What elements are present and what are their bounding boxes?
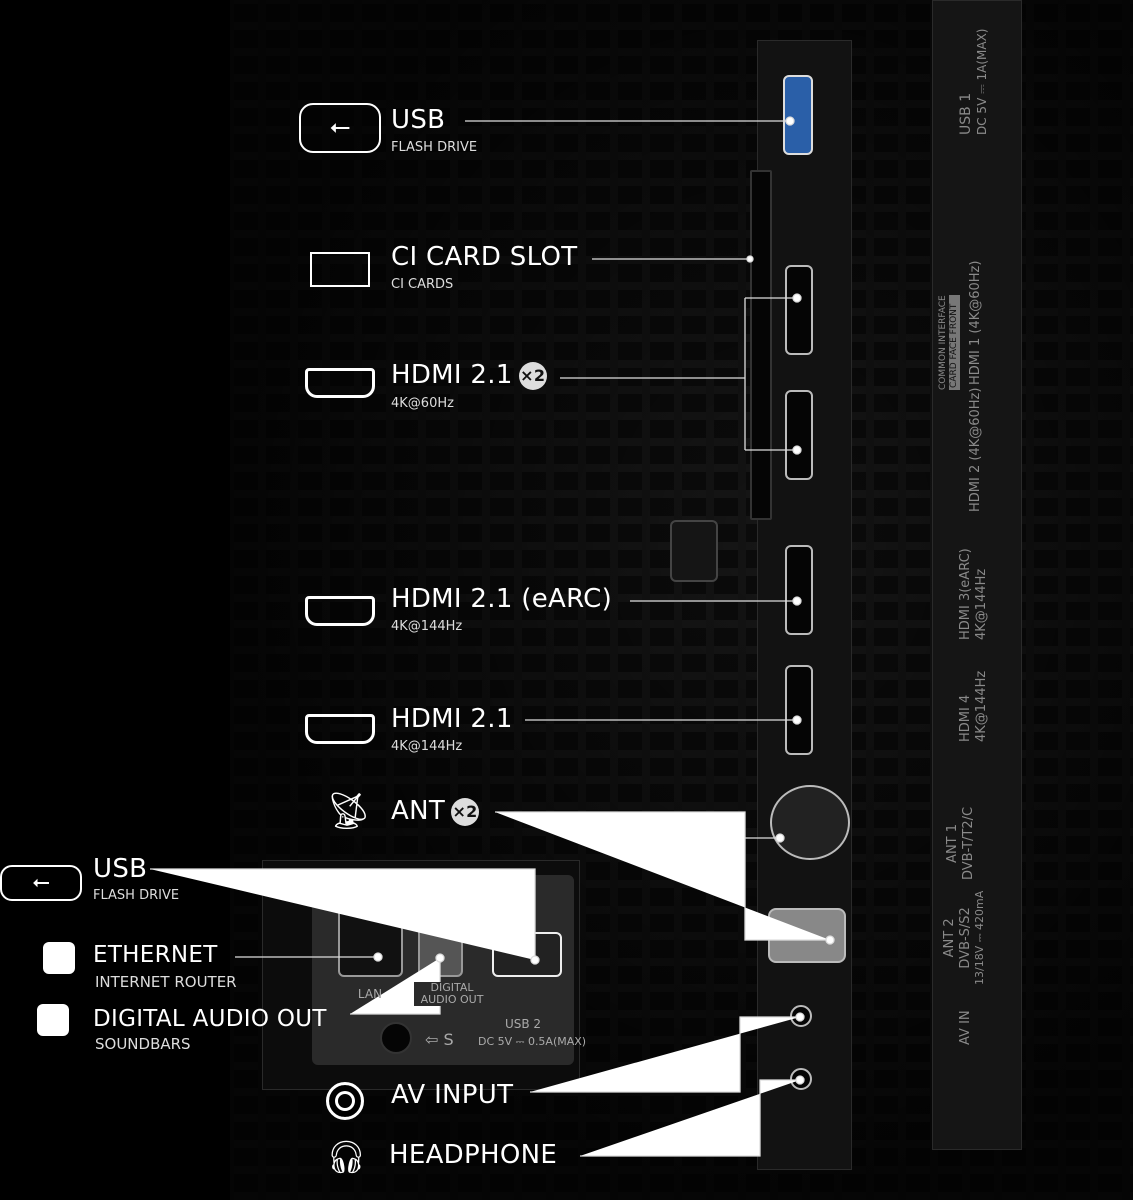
rear-screw — [380, 1022, 412, 1054]
usb-top-sub: FLASH DRIVE — [391, 140, 478, 155]
usb-icon: ⭠ — [299, 103, 381, 153]
ant-title: ANT×2 — [391, 796, 480, 826]
hdmi-pair-sub: 4K@60Hz — [391, 396, 454, 411]
hdmi2-label: HDMI 2 (4K@60Hz) — [968, 387, 983, 512]
usb-top-title: USB — [391, 105, 446, 135]
usb-icon: ⭠ — [0, 865, 82, 901]
hdmi-earc-sub: 4K@144Hz — [391, 619, 463, 634]
ci-card-icon — [310, 252, 370, 287]
s-mark: ⇦ S — [425, 1030, 454, 1049]
ethernet-sub: INTERNET ROUTER — [95, 973, 237, 991]
hdmi-icon — [305, 714, 375, 744]
count-badge: ×2 — [518, 361, 547, 390]
hdmi3-label: HDMI 3(eARC)4K@144Hz — [958, 548, 989, 640]
ethernet-icon — [37, 1004, 69, 1036]
usb2-label: USB 2 — [504, 1017, 542, 1031]
screw — [670, 520, 718, 582]
hdmi4-title: HDMI 2.1 — [391, 704, 513, 734]
av-input-icon — [326, 1082, 364, 1120]
av-leader — [530, 1016, 800, 1093]
hdmi-icon — [305, 596, 375, 626]
lan-label: LAN — [357, 987, 383, 1001]
audio-title: DIGITAL AUDIO OUT — [93, 1006, 327, 1032]
ci-slot — [750, 170, 772, 520]
side-label-panel — [932, 0, 1022, 1150]
headphone-title: HEADPHONE — [389, 1140, 558, 1170]
hdmi-earc-title: HDMI 2.1 (eARC) — [391, 584, 613, 614]
hdmi3-port — [785, 545, 813, 635]
hdmi4-sub: 4K@144Hz — [391, 739, 463, 754]
audio-sub: SOUNDBARS — [95, 1035, 191, 1053]
ant1-port — [770, 785, 850, 860]
av-title: AV INPUT — [391, 1080, 514, 1110]
antenna-icon: 📡︎ — [326, 791, 372, 832]
ethernet-title: ETHERNET — [93, 942, 218, 968]
usb-bottom-leader — [150, 868, 536, 960]
usb1-port — [783, 75, 813, 155]
usb-bottom-sub: FLASH DRIVE — [93, 888, 180, 903]
hdmi1-label: HDMI 1 (4K@60Hz) — [968, 260, 983, 385]
hdmi-pair-title: HDMI 2.1×2 — [391, 360, 547, 390]
usb2-spec: DC 5V ⎓ 0.5A(MAX) — [478, 1035, 587, 1048]
digital-audio-label: DIGITAL AUDIO OUT — [414, 981, 490, 1007]
ant-leader — [495, 811, 830, 941]
ci-title: CI CARD SLOT — [391, 242, 578, 272]
hdmi-icon — [305, 368, 375, 398]
side-port-strip — [757, 40, 852, 1170]
count-badge: ×2 — [451, 797, 480, 826]
hdmi2-port — [785, 390, 813, 480]
ethernet-icon — [43, 942, 75, 974]
usb-bottom-title: USB — [93, 854, 148, 884]
av-in-label: AV IN — [958, 1010, 973, 1045]
headphone-leader — [580, 1079, 800, 1157]
headphone-icon: 🎧︎ — [326, 1138, 367, 1176]
ci-sub: CI CARDS — [391, 277, 454, 292]
hdmi1-port — [785, 265, 813, 355]
hdmi4-port — [785, 665, 813, 755]
hdmi-pair-leader — [560, 297, 797, 451]
